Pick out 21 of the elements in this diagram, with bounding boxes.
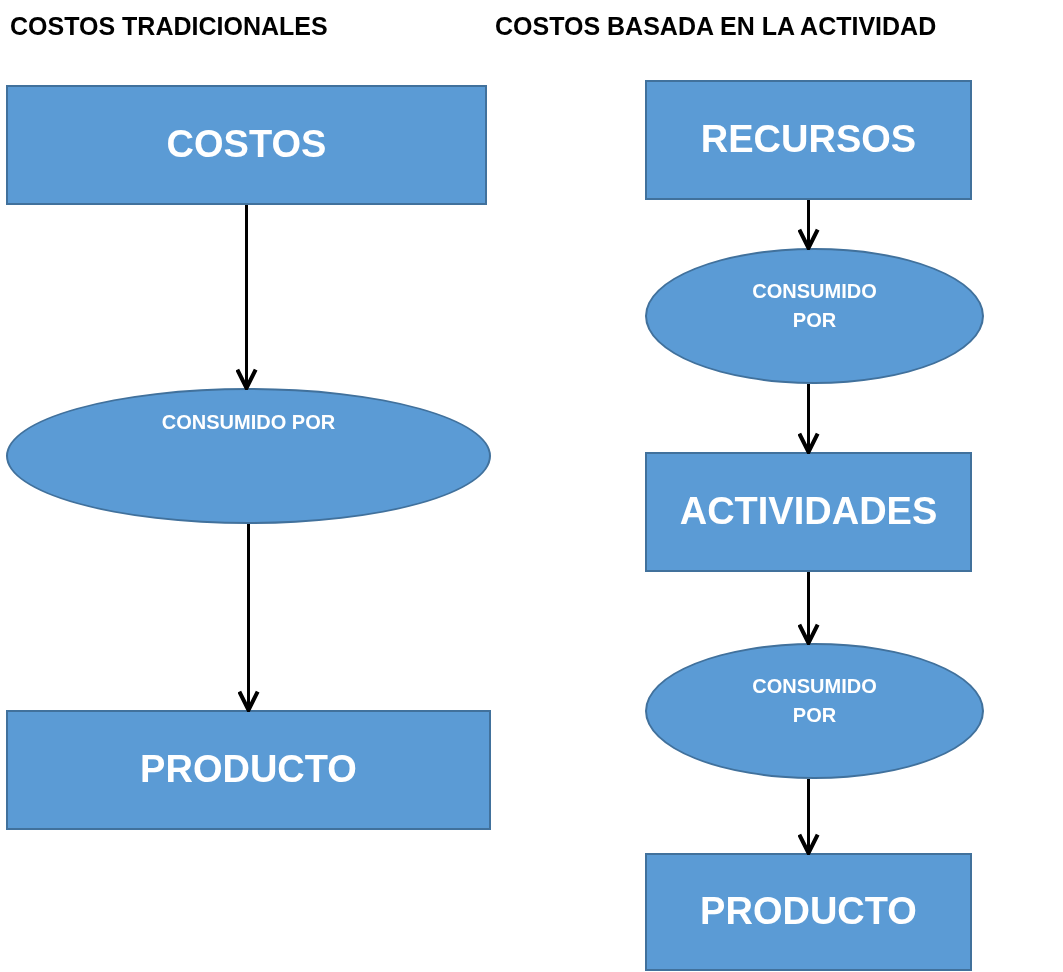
arrow [797,572,820,645]
node-label: CONSUMIDO POR [751,674,878,728]
arrow [237,524,260,712]
node-label: COSTOS [166,122,327,168]
column-heading: COSTOS BASADA EN LA ACTIVIDAD [495,12,937,41]
process-box [645,853,972,971]
arrow [797,779,820,855]
process-box [6,85,487,205]
arrow [235,205,258,390]
node-label: PRODUCTO [700,889,917,935]
node-label: CONSUMIDO POR [751,279,878,333]
process-box [645,452,972,572]
node-label: ACTIVIDADES [679,489,938,535]
node-label: PRODUCTO [140,747,357,793]
arrow [797,200,820,250]
process-box [6,710,491,830]
node-label: RECURSOS [700,117,917,163]
arrow [797,384,820,454]
node-label: CONSUMIDO POR [161,409,336,435]
column-heading: COSTOS TRADICIONALES [10,12,328,41]
process-box [645,80,972,200]
